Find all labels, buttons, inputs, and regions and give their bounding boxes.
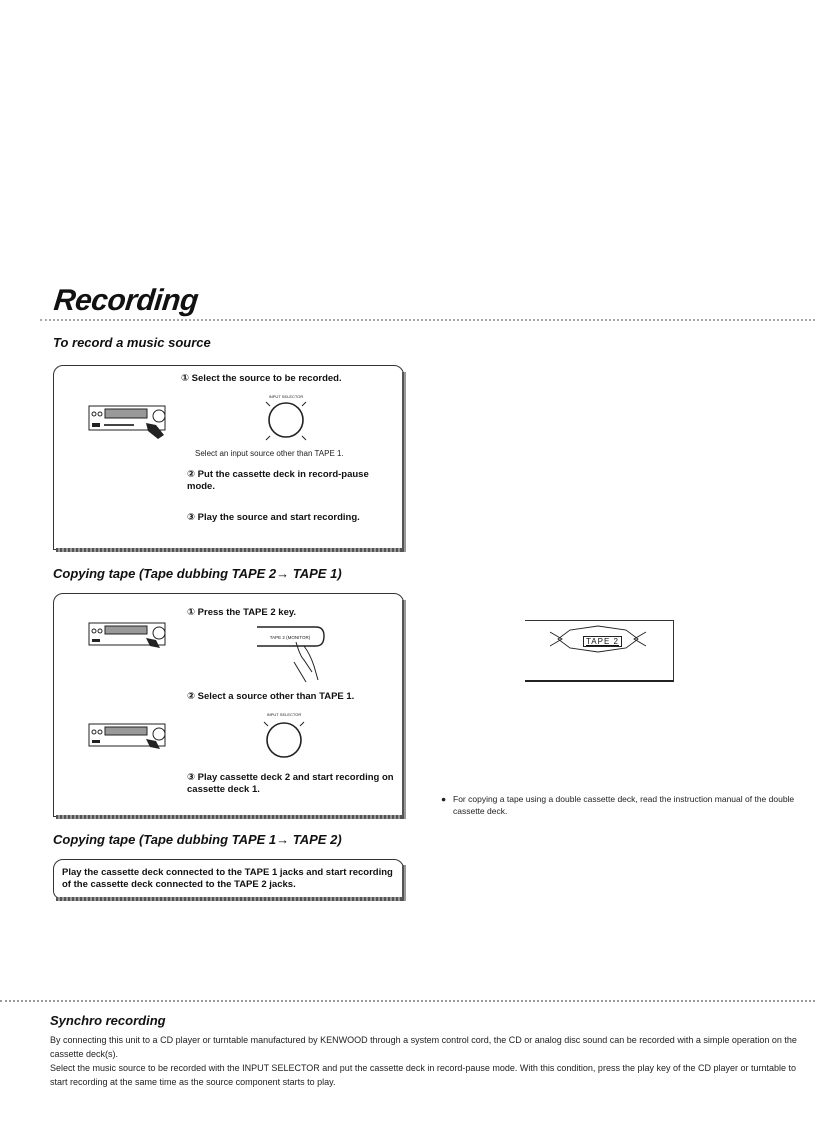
record-music-source-heading: To record a music source xyxy=(53,335,211,350)
panel-shadow xyxy=(402,372,406,552)
panel-shadow xyxy=(56,897,406,901)
stereo-receiver-icon xyxy=(88,723,166,749)
knob-label: INPUT SELECTOR xyxy=(269,394,304,399)
panel-shadow xyxy=(56,548,406,552)
panel-shadow xyxy=(56,815,406,819)
side-note-text: For copying a tape using a double casset… xyxy=(453,794,795,816)
synchro-paragraph-2: Select the music source to be recorded w… xyxy=(50,1063,797,1087)
input-selector-knob-icon: INPUT SELECTOR xyxy=(263,712,305,758)
knob-label: INPUT SELECTOR xyxy=(267,712,302,717)
tape-2-key-label: TAPE 2 (MONITOR) xyxy=(270,635,311,640)
tape-2-indicator: TAPE 2 xyxy=(583,636,622,647)
stereo-receiver-icon xyxy=(88,622,166,648)
title-divider xyxy=(40,319,815,321)
page-title: Recording xyxy=(52,284,200,317)
synchro-heading: Synchro recording xyxy=(50,1013,166,1028)
input-selector-knob-icon: INPUT SELECTOR xyxy=(265,394,307,441)
panel-shadow xyxy=(402,865,406,901)
record-steps-panel xyxy=(53,365,404,550)
tape-2-key-icon[interactable]: TAPE 2 (MONITOR) xyxy=(256,626,326,688)
record-step-1: ① Select the source to be recorded. xyxy=(181,373,342,384)
record-step-2: ② Put the cassette deck in record-pause … xyxy=(187,469,369,492)
copy-tape-1-to-2-heading: Copying tape (Tape dubbing TAPE 1→ TAPE … xyxy=(53,832,342,847)
copy-2-1-step-2: ② Select a source other than TAPE 1. xyxy=(187,691,355,702)
copy-1-2-instruction: Play the cassette deck connected to the … xyxy=(62,867,393,890)
stereo-receiver-icon xyxy=(88,405,166,439)
section-divider xyxy=(0,1000,815,1002)
record-step-3: ③ Play the source and start recording. xyxy=(187,512,360,523)
bullet-icon: ● xyxy=(441,794,447,804)
flashing-indicator-icon xyxy=(549,625,647,653)
display-panel xyxy=(525,620,674,682)
panel-shadow xyxy=(402,600,406,819)
copy-2-1-step-1: ① Press the TAPE 2 key. xyxy=(187,607,297,618)
record-step-1-note: Select an input source other than TAPE 1… xyxy=(195,449,344,458)
copy-tape-2-to-1-heading: Copying tape (Tape dubbing TAPE 2→ TAPE … xyxy=(53,566,342,581)
synchro-body: By connecting this unit to a CD player o… xyxy=(50,1033,798,1089)
copy-2-1-step-3: ③ Play cassette deck 2 and start recordi… xyxy=(187,772,394,795)
synchro-paragraph-1: By connecting this unit to a CD player o… xyxy=(50,1035,797,1059)
